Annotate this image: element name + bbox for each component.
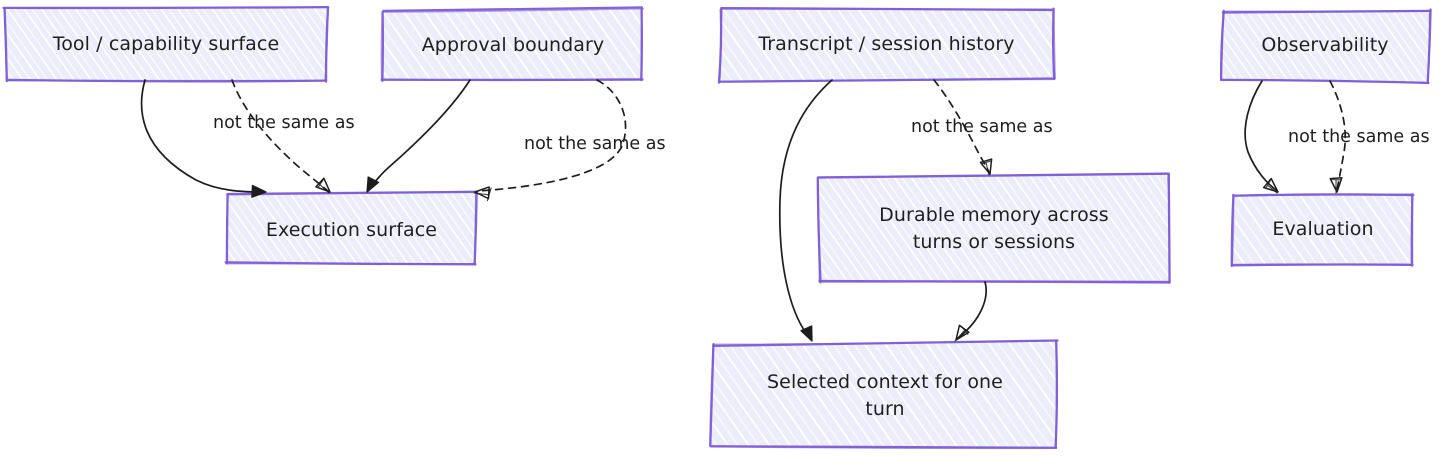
node-memory[interactable] [816,172,1171,285]
edge-e6-transcript-to-memory [933,79,993,176]
node-fill [1220,10,1430,83]
edge-path [933,79,990,173]
node-border [1231,194,1235,266]
arrowhead [366,176,380,193]
node-border [713,339,1058,346]
node-execution[interactable] [224,190,479,266]
node-context[interactable] [709,339,1059,450]
node-fill [710,340,1057,448]
arrowhead-detail [317,179,330,194]
node-border [1410,192,1414,265]
node-border [3,7,8,82]
arrowhead-detail [1331,179,1342,194]
edge-path [778,79,833,334]
edge-e1-tool-to-execution [140,79,267,198]
node-approval[interactable] [380,6,645,82]
node-border [2,6,329,10]
edge-path [1329,80,1347,191]
edges-layer [140,79,1347,342]
arrowhead-detail [981,160,992,176]
node-fill [1232,194,1413,265]
node-border [1220,11,1224,81]
node-border [1167,172,1171,284]
edge-e3-approval-to-execution [366,79,471,193]
arrowhead [800,325,813,342]
edge-e5-transcript-to-context [778,79,833,342]
edge-path [231,79,329,192]
node-border [820,281,1171,285]
node-fill [818,174,1170,283]
nodes-layer [2,5,1432,450]
node-border [816,175,821,283]
edge-path [477,79,627,192]
edge-path [1244,80,1277,191]
edge-e2-tool-to-execution [231,79,331,194]
node-transcript[interactable] [717,6,1057,84]
edge-e9-observability-to-evaluation [1329,80,1347,194]
node-fill [226,191,477,265]
node-border [1219,79,1428,84]
arrowhead-detail [473,187,492,202]
node-border [225,193,229,265]
node-observability[interactable] [1219,8,1432,85]
node-border [709,445,1058,450]
node-border [382,6,644,13]
node-border [1055,340,1058,449]
node-border [1232,193,1414,197]
node-fill [4,7,328,82]
node-border [709,343,714,447]
node-border [719,7,723,82]
node-border [1427,10,1431,83]
node-border [382,7,645,13]
arrowhead-detail [954,325,969,342]
edge-path [140,79,265,193]
node-evaluation[interactable] [1230,192,1415,267]
node-tool[interactable] [2,5,330,83]
arrowhead [251,184,267,198]
node-border [380,11,384,81]
node-border [817,172,1169,179]
node-border [324,7,329,82]
edge-path [956,281,987,340]
node-border [474,191,477,265]
node-border [1231,263,1413,266]
node-border [709,445,1058,449]
node-fill [381,7,643,80]
arrowhead-detail [1265,180,1278,194]
node-border [1053,9,1057,80]
edge-path [368,79,471,191]
node-fill [719,8,1055,82]
edge-e7-memory-to-context [954,281,987,342]
node-border [640,7,643,80]
node-border [719,78,1055,83]
edge-e4-approval-to-execution [473,79,627,202]
edge-e8-observability-to-evaluation [1244,80,1279,194]
